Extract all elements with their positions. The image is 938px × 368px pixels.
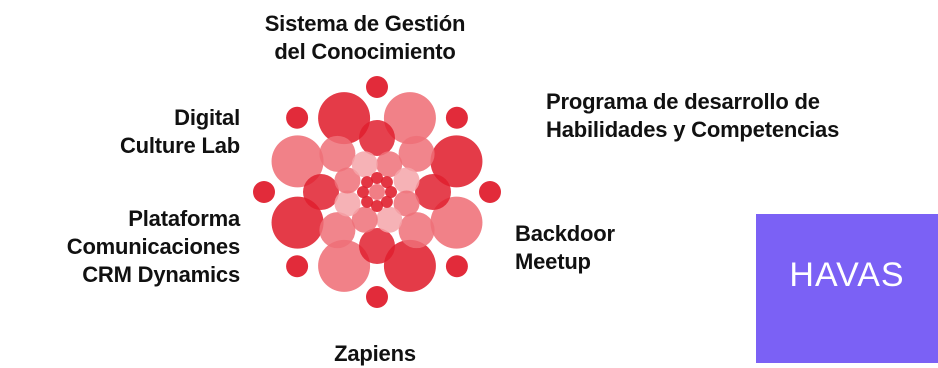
havas-logo-text: HAVAS (789, 256, 905, 294)
label-sistema-gestion-conocimiento: Sistema de Gestión del Conocimiento (215, 10, 515, 66)
flower-dot (383, 92, 436, 145)
flower-dot (393, 167, 420, 194)
flower-dot (319, 212, 356, 249)
label-line: Culture Lab (119, 133, 240, 158)
label-programa-desarrollo: Programa de desarrollo de Habilidades y … (546, 88, 839, 144)
flower-dot (366, 76, 388, 98)
flower-dot (430, 196, 483, 249)
flower-dot (385, 186, 397, 198)
flower-dot (319, 135, 356, 172)
label-line: Digital (174, 105, 240, 130)
label-line: Meetup (515, 249, 591, 274)
flower-dot (318, 239, 371, 292)
flower-dot (430, 135, 483, 188)
flower-dot (271, 196, 324, 249)
flower-dot (318, 92, 371, 145)
flower-dot (366, 286, 388, 308)
flower-dot (393, 190, 420, 217)
flower-dot (351, 206, 378, 233)
flower-dot (359, 228, 395, 264)
label-line: Comunicaciones (66, 234, 240, 259)
label-line: Habilidades y Competencias (546, 117, 840, 142)
flower-dot (371, 200, 383, 212)
label-line: CRM Dynamics (82, 262, 240, 287)
flower-dot (253, 181, 275, 203)
flower-dot (376, 151, 403, 178)
label-backdoor-meetup: Backdoor Meetup (515, 220, 615, 276)
flower-dot (445, 255, 468, 278)
flower-dot (271, 135, 324, 188)
flower-dot (334, 190, 361, 217)
flower-dot (376, 206, 403, 233)
flower-dot (383, 239, 436, 292)
flower-dot (371, 172, 383, 184)
flower-dot (351, 151, 378, 178)
flower-dot (415, 174, 451, 210)
flower-dot (398, 135, 435, 172)
label-zapiens: Zapiens (300, 340, 450, 368)
label-line: Backdoor (515, 221, 615, 246)
flower-dot (286, 106, 309, 129)
label-line: Programa de desarrollo de (546, 89, 820, 114)
flower-dot (334, 167, 361, 194)
label-plataforma-comunicaciones: Plataforma Comunicaciones CRM Dynamics (0, 205, 240, 289)
flower-dot (286, 255, 309, 278)
label-line: del Conocimiento (274, 39, 456, 64)
label-line: Zapiens (334, 341, 416, 366)
flower-dot (357, 186, 369, 198)
flower-dot (369, 184, 385, 200)
flower-dot (380, 176, 393, 189)
flower-dot (361, 195, 374, 208)
label-digital-culture-lab: Digital Culture Lab (60, 104, 240, 160)
flower-dot (303, 174, 339, 210)
flower-dot (398, 212, 435, 249)
label-line: Sistema de Gestión (264, 11, 466, 36)
flower-dot (445, 106, 468, 129)
flower-dot (359, 120, 395, 156)
flower-dot (361, 176, 374, 189)
flower-dot (479, 181, 501, 203)
flower-dot (380, 195, 393, 208)
label-line: Plataforma (128, 206, 240, 231)
havas-logo-tile: HAVAS (756, 214, 938, 363)
